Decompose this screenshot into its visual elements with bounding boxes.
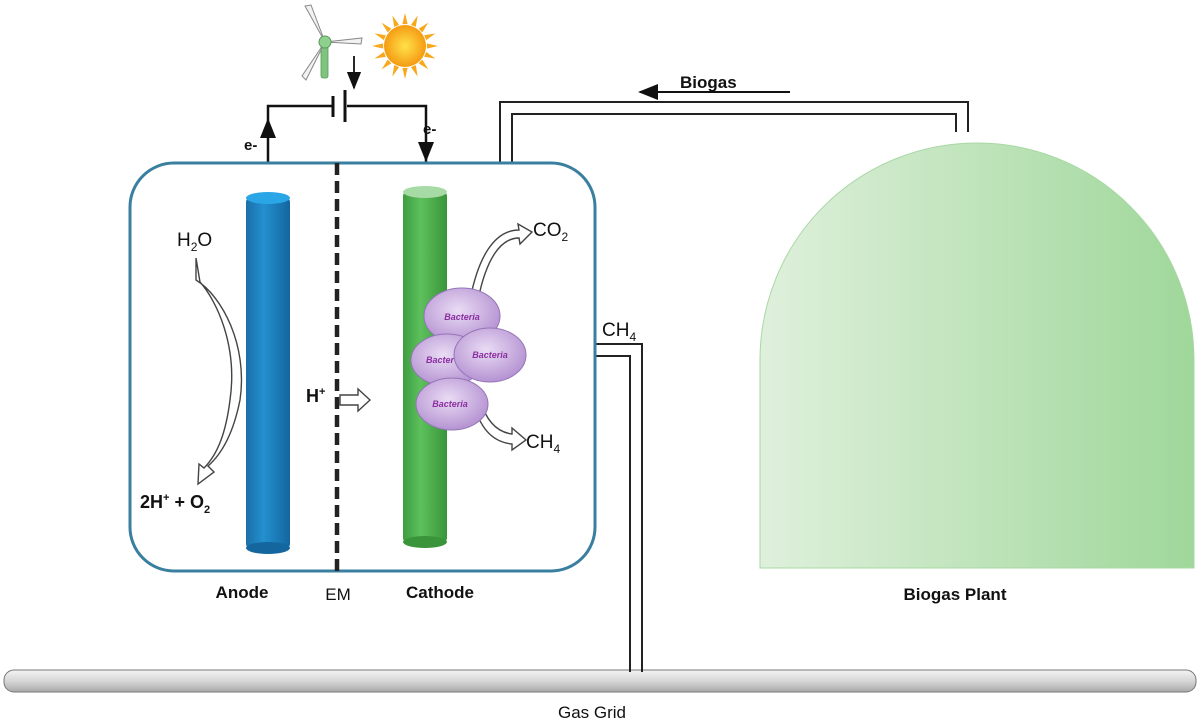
sun-ray [381,22,392,33]
wind-turbine-icon [301,4,363,81]
sun-ray [418,59,429,70]
methane-product-label: CH4 [526,432,560,456]
sun-ray [392,15,400,27]
bacteria-cluster: Bacteria Bacter Bacteria Bacteria [410,287,527,431]
sun-ray [372,43,384,49]
bacterium: Bacteria [415,377,489,431]
battery-icon [331,90,347,122]
bacterium: Bacteria [453,327,527,383]
anode-label: Anode [216,583,269,602]
sun-icon [372,13,438,79]
water-oxidation-arrow [195,257,243,486]
ch4-outflow-arrow [473,398,528,452]
sun-ray [402,13,408,25]
sun-ray [424,33,436,41]
sun-ray [392,65,400,77]
ch4-pipe [594,343,643,672]
electron-label-right: e- [423,121,436,138]
cathode-label: Cathode [406,583,474,602]
proton-label: H+ [306,386,325,406]
sun-ray [424,51,436,59]
sun-ray [426,43,438,49]
sun-ray [418,22,429,33]
anode-electrode [246,192,290,554]
bacteria-label: Bacteria [472,350,508,360]
oxidation-products-label: 2H+ + O2 [140,492,210,516]
sun-ray [402,67,408,79]
water-label: H2O [177,230,212,254]
biogas-flow-label: Biogas [680,73,737,92]
biogas-pipe [499,101,969,163]
bacteria-label: Bacter [426,355,455,365]
membrane-label: EM [325,585,351,604]
ch4-pipe-label: CH4 [602,320,636,344]
sun-ray [410,65,418,77]
bacteria-label: Bacteria [432,399,468,409]
electron-label-left: e- [244,137,257,154]
gas-grid-pipe [3,669,1197,693]
bacteria-label: Bacteria [444,312,480,322]
proton-transfer-arrow [339,387,372,413]
sun-ray [410,15,418,27]
sun-ray [381,59,392,70]
gas-grid-label: Gas Grid [558,703,626,722]
co2-label: CO2 [533,220,569,244]
biogas-plant-dome [759,142,1195,569]
sun-ray [374,51,386,59]
sun-ray [374,33,386,41]
biogas-plant-label: Biogas Plant [904,585,1007,604]
